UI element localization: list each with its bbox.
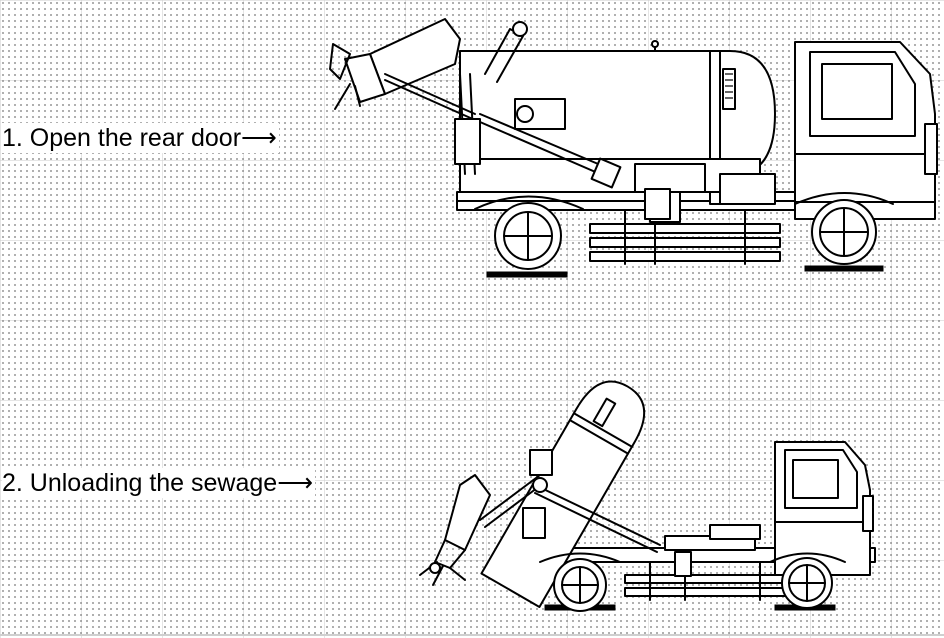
- step-1-label: 1. Open the rear door⟶: [2, 123, 279, 153]
- truck-1-cab: [795, 42, 937, 219]
- truck-rear-door-open-illustration: [325, 14, 940, 289]
- truck-unloading-illustration: [405, 300, 880, 620]
- truck-1-hydraulic-ram: [480, 114, 670, 219]
- truck-2-wheels: [540, 554, 845, 612]
- truck-2-hydraulic-ram: [480, 450, 660, 552]
- step-2-label: 2. Unloading the sewage⟶: [2, 468, 316, 498]
- truck-1-wheels: [475, 193, 893, 269]
- truck-2-rear-door: [420, 475, 490, 585]
- bottom-divider: [0, 634, 944, 636]
- truck-2-tank: [481, 370, 657, 607]
- truck-2-cab: [775, 442, 873, 575]
- truck-1-rear-door: [330, 19, 527, 174]
- truck-1-ground: [487, 266, 883, 277]
